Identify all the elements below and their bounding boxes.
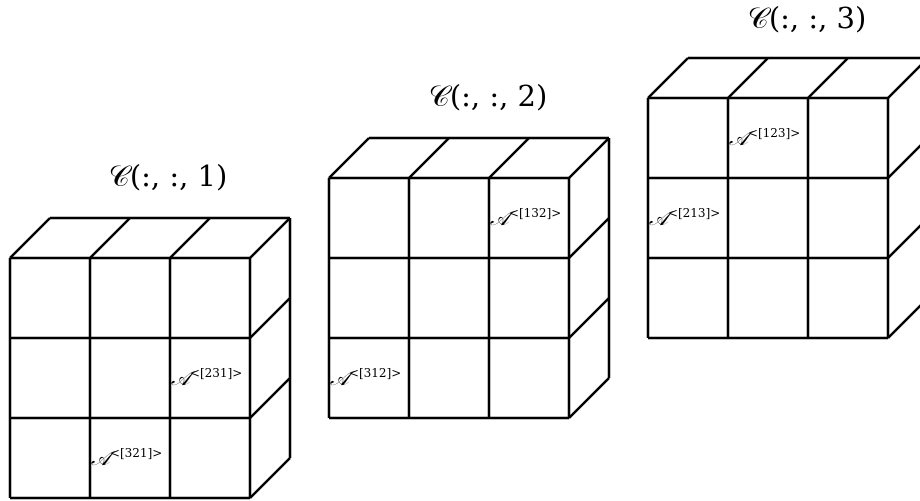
side-face-diagonal (249, 297, 291, 339)
side-face-diagonal (887, 224, 920, 259)
slice-cube-2: 𝒞(:, :, 2) 𝒜<[132]> 𝒜<[312]> (327, 79, 611, 420)
top-face-diagonal (727, 57, 769, 99)
top-face-diagonal (408, 137, 450, 179)
top-face-diagonal (887, 64, 920, 99)
cell-label-superscript: <[123]> (748, 126, 800, 140)
cell-label-superscript: <[213]> (668, 206, 720, 220)
top-face-diagonal (488, 137, 530, 179)
cell-label-superscript: <[231]> (190, 366, 242, 380)
cell-label-superscript: <[132]> (509, 206, 561, 220)
side-face-diagonal (887, 304, 920, 339)
top-face-diagonal (89, 217, 131, 259)
side-face-diagonal (568, 217, 610, 259)
cell-label: 𝒜<[231]> (171, 366, 242, 390)
slice-title: 𝒞(:, :, 2) (429, 79, 548, 113)
side-face-diagonal (249, 457, 291, 499)
top-face-diagonal (807, 57, 849, 99)
cell-label-superscript: <[312]> (349, 366, 401, 380)
top-face-diagonal (328, 137, 370, 179)
top-face-diagonal (9, 217, 51, 259)
side-face-diagonal (887, 144, 920, 179)
top-face-diagonal (169, 217, 211, 259)
top-face-diagonal (249, 217, 291, 259)
top-face-diagonal (647, 57, 689, 99)
cell-label-superscript: <[321]> (110, 446, 162, 460)
cell-label: 𝒜<[321]> (91, 446, 162, 470)
side-face-diagonal (568, 377, 610, 419)
slice-cube-1: 𝒞(:, :, 1) 𝒜<[231]> 𝒜<[321]> (8, 159, 292, 500)
side-face-diagonal (568, 297, 610, 339)
cell-label: 𝒜<[213]> (649, 206, 720, 230)
cell-label: 𝒜<[312]> (330, 366, 401, 390)
top-face-diagonal (568, 137, 610, 179)
side-face-diagonal (249, 377, 291, 419)
slice-title: 𝒞(:, :, 3) (748, 1, 867, 35)
slice-title: 𝒞(:, :, 1) (109, 159, 228, 193)
slice-cube-3: 𝒞(:, :, 3) 𝒜<[123]> 𝒜<[213]> (646, 1, 920, 340)
cell-label: 𝒜<[132]> (490, 206, 561, 230)
cell-label: 𝒜<[123]> (729, 126, 800, 150)
